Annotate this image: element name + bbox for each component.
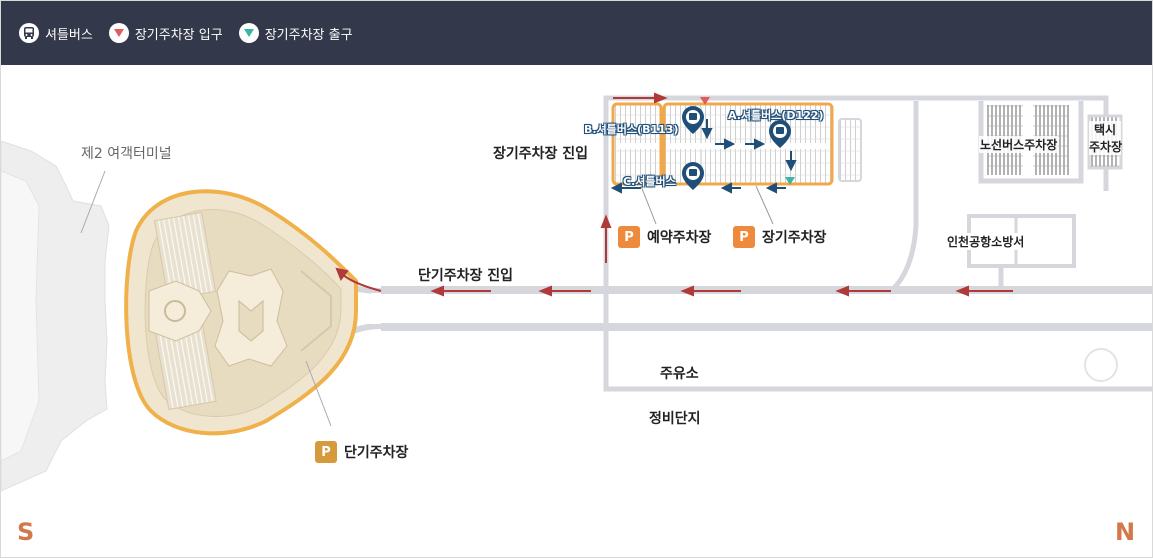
short-term-entry-label: 단기주차장 진입 [418, 268, 514, 284]
long-term-parking-label: 장기주차장 [762, 230, 827, 246]
pointer-lines [640, 185, 774, 225]
terminal-label: 제2 여객터미널 [81, 146, 172, 162]
terminal-building [1, 140, 110, 492]
bus-icon [19, 23, 39, 43]
exit-triangle-icon [238, 23, 259, 43]
taxi-parking-label: 택시 주차장 [1089, 121, 1123, 155]
legend-label-shuttle: 셔틀버스 [45, 27, 93, 43]
south-direction-label: S [17, 518, 35, 546]
shuttle-pin-a [769, 120, 791, 148]
parking-p-icon: P [733, 226, 755, 248]
legend-bar: 셔틀버스 장기주차장 입구 장기주차장 출구 [1, 1, 1152, 65]
shuttle-a-label: A.셔틀버스(D122) [728, 109, 824, 122]
taxi-parking-label-line2: 주차장 [1089, 140, 1123, 154]
legend-label-entrance: 장기주차장 입구 [134, 27, 223, 43]
reserved-parking-badge: P 예약주차장 [618, 226, 711, 248]
gas-station-label: 주유소 [660, 366, 699, 382]
north-direction-label: N [1115, 518, 1136, 546]
legend-label-exit: 장기주차장 출구 [264, 27, 353, 43]
traffic-arrows [335, 92, 1013, 297]
short-term-parking-label: 단기주차장 [344, 445, 409, 461]
legend-item-entrance: 장기주차장 입구 [108, 23, 223, 43]
reserved-parking-label: 예약주차장 [647, 230, 712, 246]
bus-parking-label: 노선버스주차장 [979, 136, 1059, 153]
long-term-entry-label: 장기주차장 진입 [493, 146, 589, 162]
legend-item-shuttle: 셔틀버스 [19, 23, 93, 43]
short-term-parking-area [124, 189, 358, 436]
entrance-triangle-icon [108, 23, 129, 43]
shuttle-b-label: B.셔틀버스(B113) [584, 123, 679, 136]
shuttle-pin-c [682, 162, 704, 190]
fire-station-label: 인천공항소방서 [945, 233, 1027, 250]
parking-p-icon: P [618, 226, 640, 248]
shuttle-c-label: C.셔틀버스 [623, 175, 676, 188]
long-term-parking-badge: P 장기주차장 [733, 226, 826, 248]
main-road [340, 283, 1152, 334]
roundabout [1084, 348, 1118, 382]
legend-item-exit: 장기주차장 출구 [238, 23, 353, 43]
maintenance-label: 정비단지 [649, 411, 701, 427]
lot-flow-arrows [610, 119, 797, 194]
map-drawing [1, 92, 1152, 492]
short-term-parking-badge: P 단기주차장 [315, 441, 408, 463]
taxi-parking-label-line1: 택시 [1093, 123, 1117, 137]
parking-p-icon: P [315, 441, 337, 463]
shuttle-pin-b [682, 106, 704, 134]
